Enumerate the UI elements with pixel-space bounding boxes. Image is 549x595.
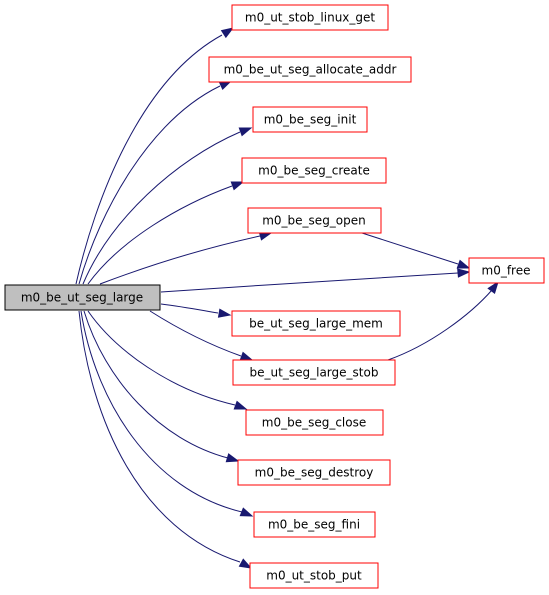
edge-root-to-seg_init [82, 131, 241, 285]
node-label-seg-init: m0_be_seg_init [264, 113, 357, 127]
arrowhead-root-to-large_stob [239, 351, 254, 361]
node-seg-open[interactable]: m0_be_seg_open [247, 207, 382, 234]
arrowhead-root-to-stob_linux_get [220, 27, 235, 39]
arrowhead-large_stob-to-free [487, 280, 499, 295]
edge-root-to-seg_open [99, 235, 261, 285]
edge-root-to-seg_fini [80, 310, 243, 513]
node-large-mem[interactable]: be_ut_seg_large_mem [231, 310, 401, 337]
edge-root-to-stob_put [78, 310, 241, 563]
edge-large_stob-to-free [387, 289, 493, 361]
node-seg-init[interactable]: m0_be_seg_init [252, 106, 368, 133]
node-seg-fini[interactable]: m0_be_seg_fini [253, 511, 376, 538]
edge-root-to-seg_destroy [83, 310, 229, 459]
arrowhead-seg_open-to-free [456, 259, 471, 269]
node-label-large-stob: be_ut_seg_large_stob [250, 366, 379, 380]
node-label-seg-destroy: m0_be_seg_destroy [255, 466, 374, 480]
arrowhead-root-to-seg_create [230, 181, 245, 191]
node-label-stob-put: m0_ut_stob_put [266, 569, 362, 583]
call-edges [75, 27, 499, 569]
edge-root-to-stob_linux_get [75, 34, 223, 285]
edge-root-to-large_mem [160, 303, 219, 314]
arrowhead-root-to-stob_put [238, 558, 253, 569]
arrowhead-root-to-seg_init [238, 127, 253, 137]
node-root[interactable]: m0_be_ut_seg_large [4, 284, 161, 311]
node-label-free: m0_free [482, 264, 531, 278]
edge-root-to-allocate_addr [78, 85, 221, 285]
arrowhead-root-to-seg_close [233, 400, 248, 410]
node-label-seg-open: m0_be_seg_open [262, 214, 366, 228]
edge-root-to-free [160, 272, 459, 293]
edge-seg_open-to-free [361, 232, 459, 265]
node-label-root: m0_be_ut_seg_large [21, 291, 143, 305]
node-free[interactable]: m0_free [468, 257, 545, 284]
node-stob-linux-get[interactable]: m0_ut_stob_linux_get [231, 4, 389, 31]
node-stob-put[interactable]: m0_ut_stob_put [249, 562, 379, 589]
node-label-allocate-addr: m0_be_ut_seg_allocate_addr [224, 63, 397, 77]
node-allocate-addr[interactable]: m0_be_ut_seg_allocate_addr [208, 56, 412, 83]
node-label-seg-create: m0_be_seg_create [258, 164, 370, 178]
edge-root-to-seg_create [87, 185, 233, 285]
arrowhead-root-to-seg_fini [239, 507, 254, 517]
node-label-large-mem: be_ut_seg_large_mem [249, 317, 383, 331]
node-label-seg-fini: m0_be_seg_fini [268, 518, 360, 532]
edge-root-to-large_stob [149, 310, 242, 357]
node-large-stob[interactable]: be_ut_seg_large_stob [232, 359, 396, 386]
arrowhead-root-to-seg_destroy [225, 453, 240, 463]
node-seg-create[interactable]: m0_be_seg_create [241, 157, 387, 184]
arrowhead-root-to-free [457, 268, 471, 278]
node-label-seg-close: m0_be_seg_close [262, 416, 366, 430]
node-seg-destroy[interactable]: m0_be_seg_destroy [237, 459, 391, 486]
arrowhead-root-to-large_mem [217, 308, 232, 318]
edge-root-to-seg_close [87, 310, 236, 406]
node-label-stob-linux-get: m0_ut_stob_linux_get [245, 11, 376, 25]
node-seg-close[interactable]: m0_be_seg_close [245, 409, 384, 436]
